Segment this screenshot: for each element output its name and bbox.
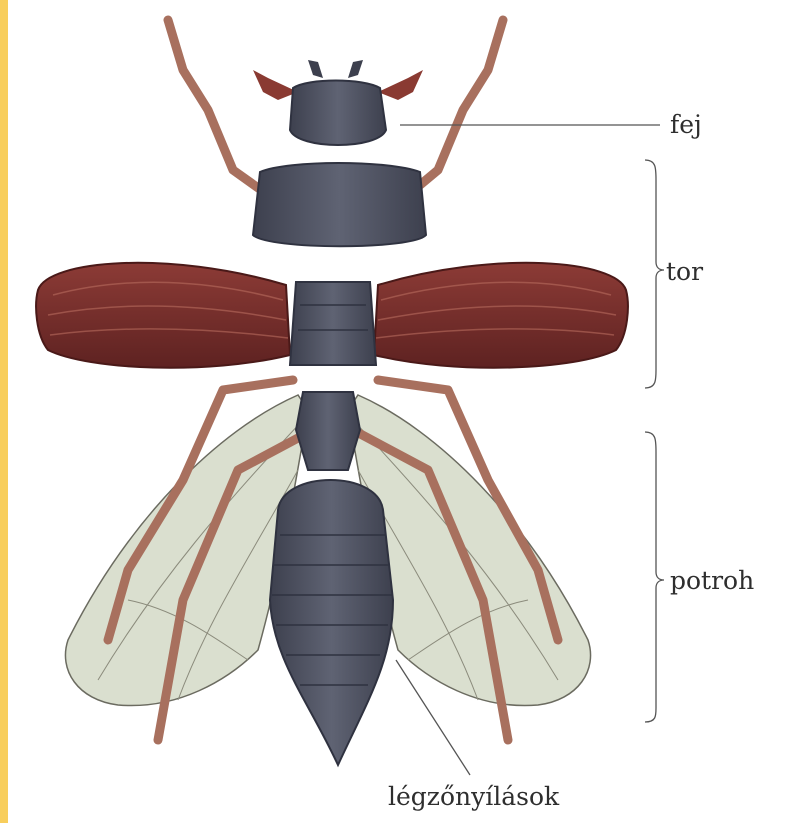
hind-wing-left <box>65 395 308 706</box>
diagram-canvas: fej tor potroh légzőnyílások <box>8 0 790 823</box>
beetle-anatomy-diagram: fej tor potroh légzőnyílások <box>8 0 790 823</box>
label-thorax: tor <box>666 257 703 286</box>
elytron-left <box>36 263 290 368</box>
head <box>253 60 423 145</box>
antenna-right <box>378 70 423 100</box>
front-leg-right <box>408 20 503 195</box>
thorax-segments <box>290 282 376 365</box>
elytron-right <box>374 263 628 368</box>
label-head: fej <box>670 110 702 139</box>
label-spiracles: légzőnyílások <box>388 782 560 811</box>
thorax-brace <box>645 160 664 388</box>
pronotum <box>253 163 426 246</box>
head-capsule <box>290 81 386 146</box>
label-abdomen: potroh <box>670 566 754 595</box>
abdomen-body <box>270 480 393 765</box>
abdomen-brace <box>645 432 664 722</box>
front-leg-left <box>168 20 268 195</box>
antenna-left <box>253 70 298 100</box>
